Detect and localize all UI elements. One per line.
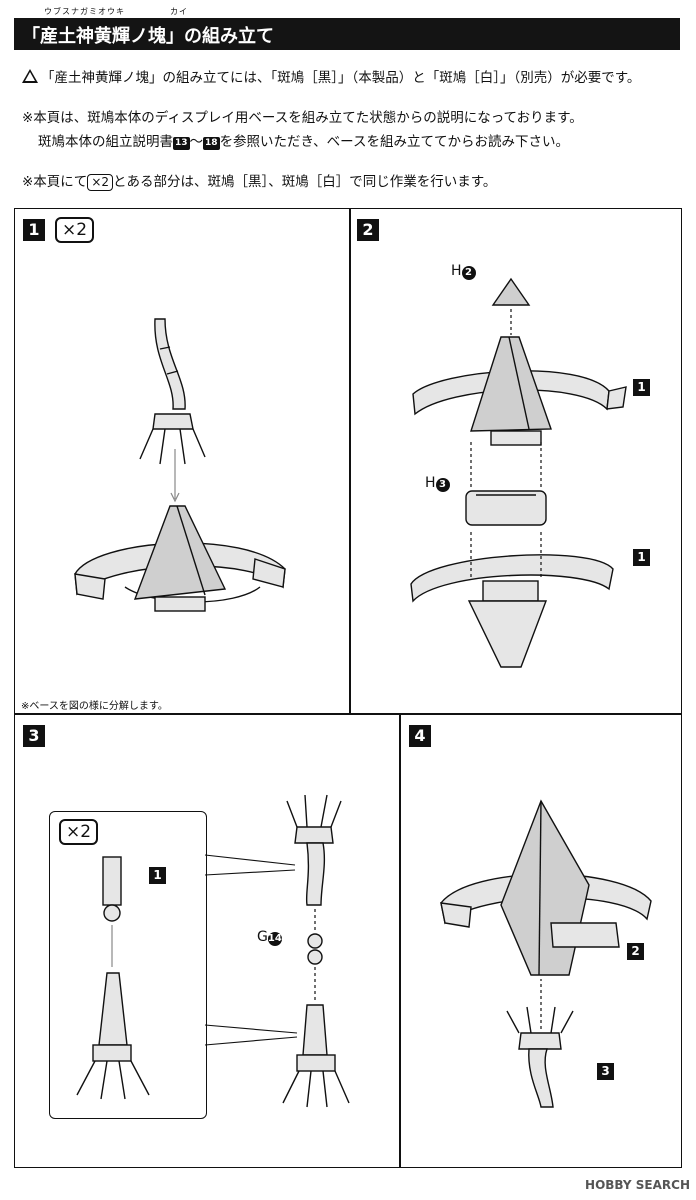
tilde: ～ [189,134,204,150]
step-1-footnote: ※ベースを図の様に分解します。 [21,701,168,712]
step-3-x2: ×2 [59,819,99,845]
step-4-panel: 4 2 3 [400,714,682,1168]
part-label-1-upper: 1 [633,379,650,396]
x2-mark: ×2 [87,174,114,191]
runner-g: G [257,929,268,945]
note-reference-text: 斑鳩本体の組立説明書 [38,134,173,150]
note-required: 「産土神黄輝ノ塊」の組み立てには、「斑鳩［黒］」（本製品）と「斑鳩［白］」（別売… [22,66,640,86]
title-ruby-kai: カイ [170,7,188,16]
note-reference-text-2: を参照いただき、ベースを組み立ててからお読み下さい。 [219,134,569,150]
hobby-search-watermark: HOBBY SEARCH [585,1178,690,1192]
page-title: 「産土神黄輝ノ塊」の組み立て [22,26,274,47]
warning-icon [22,69,38,83]
part-label-3: 3 [597,1063,614,1080]
step-3-x2-subpanel [49,811,207,1119]
step-3-number: 3 [23,725,45,747]
step-4-number: 4 [409,725,431,747]
step-3-panel: 3 ×2 1 G14 [14,714,400,1168]
part-label-2: 2 [627,943,644,960]
note-start: ※本頁は、斑鳩本体のディスプレイ用ベースを組み立てた状態からの説明になっておりま… [22,110,583,126]
step-4-illustration [440,799,652,1108]
note-x2-text: ※本頁にて [22,174,88,190]
title-ruby: ウブスナガミオウキ [44,7,125,16]
title-bar: 「産土神黄輝ノ塊」の組み立て [14,18,680,50]
note-required-text: 「産土神黄輝ノ塊」の組み立てには、「斑鳩［黒］」（本製品）と「斑鳩［白］」（別売… [41,70,641,86]
part-number-14: 14 [267,932,282,946]
step-1-x2: ×2 [55,217,95,243]
step-3-illustration [76,794,350,1108]
step-1-panel: 1 ×2 ※ベースを図の様に分解します。 [14,208,350,714]
note-x2-text-2: とある部分は、斑鳩［黒］、斑鳩［白］で同じ作業を行います。 [113,174,497,190]
step-1-number: 1 [23,219,45,241]
part-label-1: 1 [149,867,166,884]
part-g14-label: G14 [257,929,282,946]
step-2-illustration [410,277,627,668]
step-ref-18: 18 [203,137,220,150]
part-number-3: 3 [435,478,450,492]
runner-h: H [451,263,462,279]
step-ref-13: 13 [173,137,190,150]
step-2-number: 2 [357,219,379,241]
part-label-1-lower: 1 [633,549,650,566]
step-1-illustration [74,318,286,612]
part-number-2: 2 [461,266,476,280]
runner-h: H [425,475,436,491]
